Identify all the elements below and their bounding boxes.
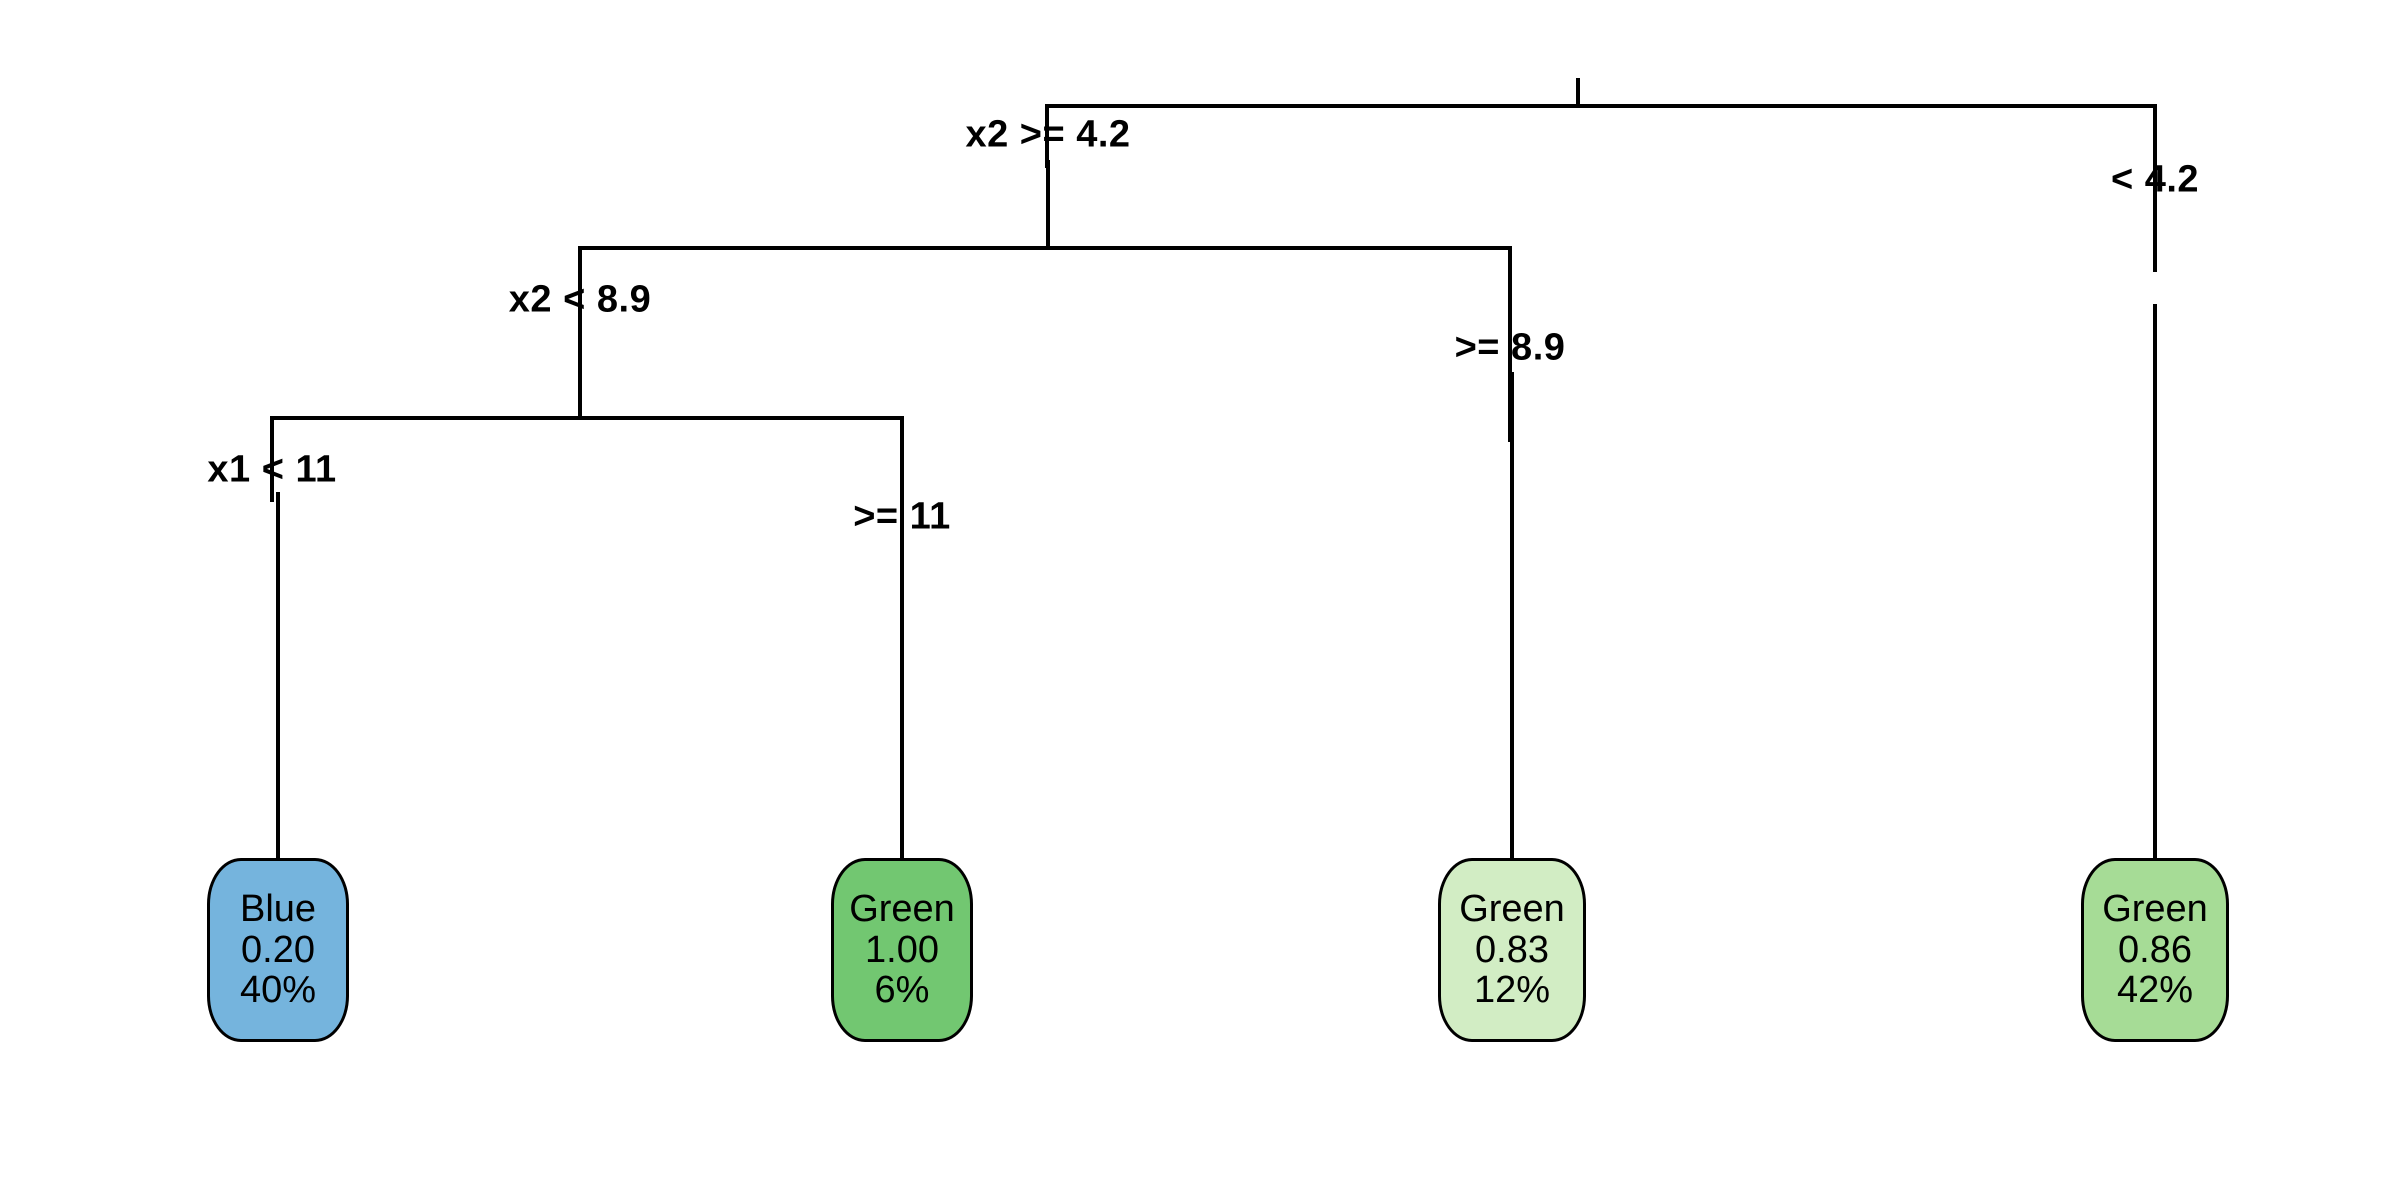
leaf-node-green-1[interactable]: Green 1.00 6% (831, 858, 973, 1042)
leaf-probability: 0.83 (1475, 928, 1549, 971)
leaf-class-label: Green (1459, 888, 1565, 931)
leaf-node-blue[interactable]: Blue 0.20 40% (207, 858, 349, 1042)
leaf-percent: 6% (874, 969, 930, 1012)
leaf-class-label: Green (2102, 888, 2208, 931)
leaf-probability: 0.86 (2118, 928, 2192, 971)
split-label-root[interactable]: x2 >= 4.2 (965, 113, 1131, 156)
leaf-probability: 0.20 (241, 928, 315, 971)
leaf-probability: 1.00 (865, 928, 939, 971)
leaf-percent: 42% (2116, 969, 2194, 1012)
split-label-level3-right[interactable]: >= 11 (853, 495, 951, 538)
leaf-node-green-083[interactable]: Green 0.83 12% (1438, 858, 1586, 1042)
split-label-right-branch[interactable]: < 4.2 (2110, 158, 2200, 201)
leaf-class-label: Green (849, 888, 955, 931)
leaf-class-label: Blue (239, 888, 317, 931)
split-label-level2-left[interactable]: x2 < 8.9 (508, 278, 652, 321)
leaf-node-green-086[interactable]: Green 0.86 42% (2081, 858, 2229, 1042)
split-label-level3-left[interactable]: x1 < 11 (207, 448, 337, 491)
leaf-percent: 40% (239, 969, 317, 1012)
leaf-percent: 12% (1473, 969, 1551, 1012)
split-label-level2-right[interactable]: >= 8.9 (1454, 326, 1566, 369)
